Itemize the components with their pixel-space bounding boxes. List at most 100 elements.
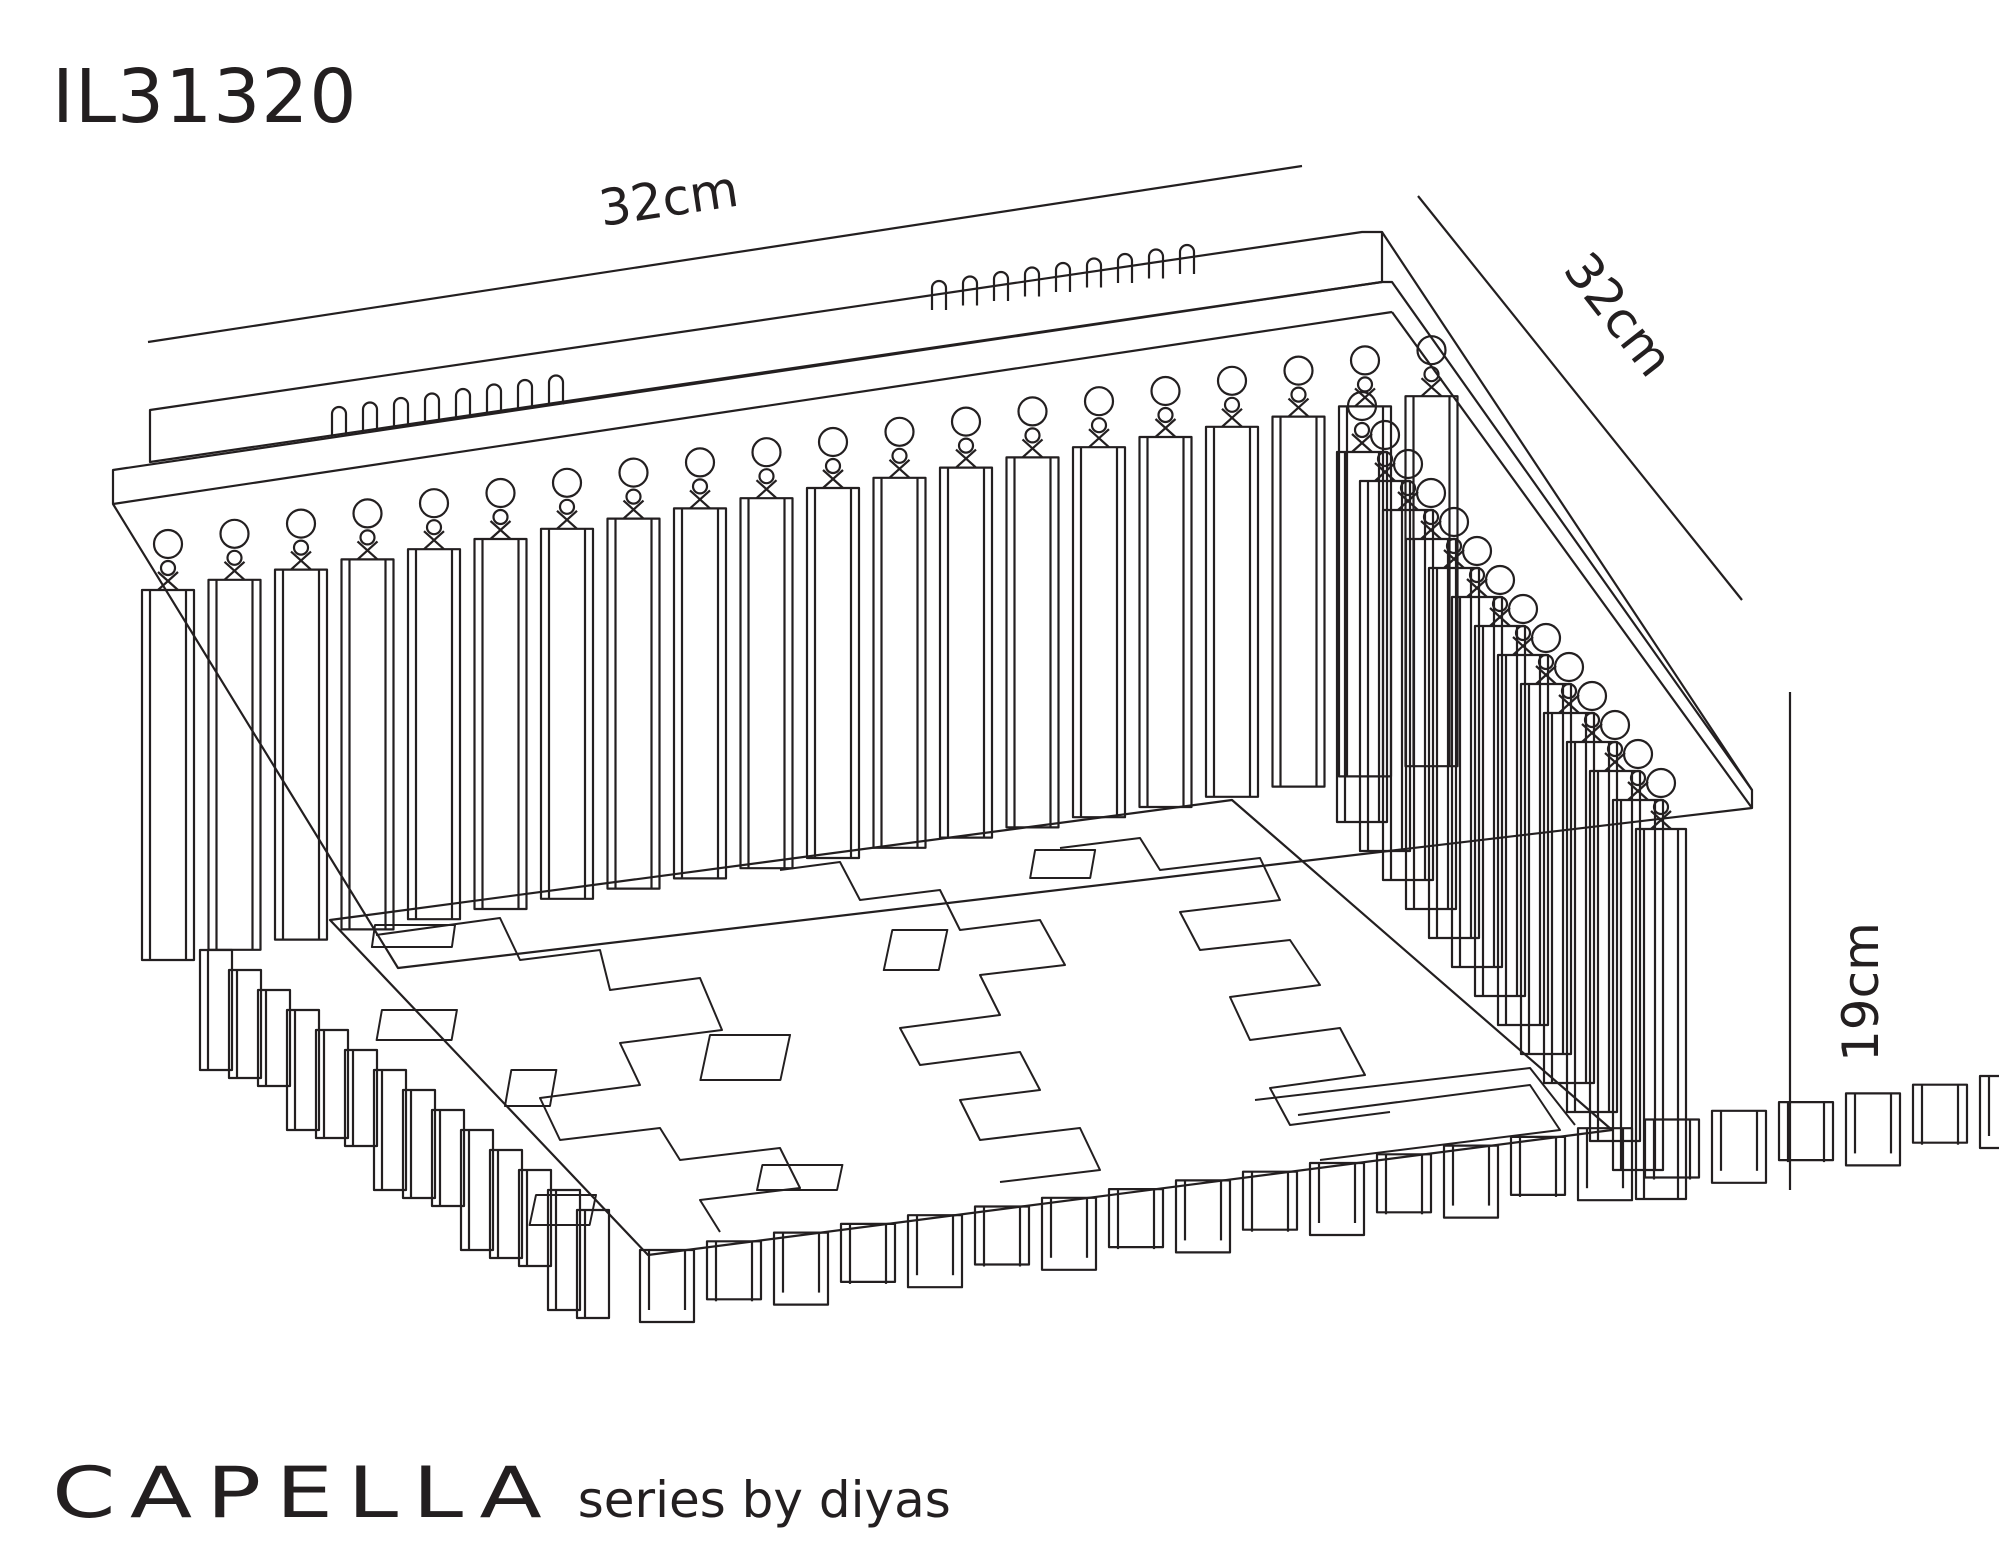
rod-link xyxy=(1422,508,1440,526)
rod-ring xyxy=(285,508,317,539)
ceiling-plate-top xyxy=(148,230,1384,464)
vent-slot xyxy=(1054,261,1072,292)
vent-slot xyxy=(454,387,472,418)
crystal-rod xyxy=(938,466,994,839)
crystal-rod xyxy=(872,476,927,849)
rod-ring xyxy=(884,416,915,447)
rod-ring xyxy=(1416,335,1447,366)
vent-slot xyxy=(1085,257,1103,288)
rod-link xyxy=(1024,427,1041,444)
crystal-rod xyxy=(1565,740,1619,1114)
rod-link xyxy=(1157,406,1174,424)
crystal-rod xyxy=(805,486,861,860)
vent-slots xyxy=(330,243,1196,436)
crystal-rod-short xyxy=(839,1222,897,1284)
crystal-rod xyxy=(273,568,329,941)
rod-ring xyxy=(1484,564,1516,596)
crystal-rod-under xyxy=(459,1128,495,1252)
crystal-rod xyxy=(1473,624,1527,998)
crystal-rod-short xyxy=(973,1205,1031,1266)
vent-slot xyxy=(1147,248,1165,279)
crystal-rod xyxy=(406,548,462,921)
crystal-rod xyxy=(1381,508,1435,882)
rod-ring xyxy=(1576,680,1608,712)
crystal-rod xyxy=(539,527,595,900)
rod-ring xyxy=(1645,767,1677,799)
rod-link xyxy=(1491,595,1509,613)
rod-link xyxy=(1537,653,1555,671)
crystal-rod-under xyxy=(430,1108,466,1208)
footer: CAPELLA series by diyas xyxy=(52,1452,951,1534)
rod-link xyxy=(1376,450,1394,468)
rod-link xyxy=(1423,366,1440,383)
crystal-rods-front xyxy=(140,335,1459,962)
ceiling-plate xyxy=(111,280,1754,970)
rod-ring xyxy=(1283,355,1314,386)
crystal-rod-under xyxy=(256,988,292,1088)
crystal-rod-short xyxy=(1710,1109,1768,1184)
vent-slot xyxy=(1116,252,1134,283)
vent-slot xyxy=(992,270,1010,301)
crystal-rod-short xyxy=(1911,1083,1969,1144)
vent-slot xyxy=(1178,243,1196,274)
rod-ring xyxy=(1415,477,1447,509)
rod-ring xyxy=(1461,535,1493,567)
crystal-rod-under xyxy=(198,948,234,1072)
series-name: CAPELLA xyxy=(52,1452,557,1534)
rod-ring xyxy=(684,447,716,478)
crystal-rod-under xyxy=(575,1208,611,1320)
crystal-rod xyxy=(739,497,794,870)
crystal-rod-short xyxy=(1375,1153,1433,1214)
crystal-rod-short xyxy=(1442,1144,1500,1219)
vent-slot xyxy=(961,275,979,306)
rod-ring xyxy=(418,488,450,519)
rod-link xyxy=(1629,769,1647,787)
vent-slot xyxy=(330,405,348,436)
width-dimension-line xyxy=(147,164,1303,344)
rod-link xyxy=(1353,421,1371,439)
crystal-rod-under xyxy=(343,1048,379,1148)
crystal-rod xyxy=(473,537,528,911)
rod-ring xyxy=(1599,709,1631,741)
rod-ring xyxy=(1083,386,1115,417)
crystal-rod-short xyxy=(705,1240,763,1301)
rod-link xyxy=(1560,682,1578,700)
rod-link xyxy=(691,478,709,495)
crystal-rod-under xyxy=(314,1028,350,1140)
crystal-rod xyxy=(1519,682,1573,1056)
crystal-rod xyxy=(1634,827,1688,1201)
rod-ring xyxy=(1349,345,1381,376)
crystal-rod-short xyxy=(1241,1170,1299,1231)
crystal-rod xyxy=(1271,415,1326,788)
rod-link xyxy=(1399,479,1417,497)
rod-ring xyxy=(485,477,516,509)
rod-ring xyxy=(1216,365,1248,396)
height-dimension-label: 19cm xyxy=(1832,922,1890,1062)
base-pattern xyxy=(370,837,1576,1233)
vent-slot xyxy=(930,279,948,310)
crystal-rod-short xyxy=(906,1214,964,1289)
depth-dimension-label: 32cm xyxy=(1553,242,1685,388)
crystal-rod xyxy=(1427,566,1481,940)
rod-link xyxy=(1514,624,1532,642)
vent-slot xyxy=(1023,266,1041,297)
crystal-rod-short xyxy=(1978,1074,1999,1150)
crystal-rod xyxy=(1611,798,1665,1172)
crystal-rod-under xyxy=(488,1148,524,1260)
crystal-rod-under xyxy=(227,968,263,1080)
vent-slot xyxy=(423,392,441,423)
rod-link xyxy=(1445,537,1463,555)
crystal-rod-short xyxy=(638,1248,696,1324)
crystal-rod xyxy=(1071,446,1127,819)
crystal-rod xyxy=(1450,595,1504,969)
crystal-rod-short xyxy=(1509,1135,1567,1197)
rod-ring xyxy=(1530,622,1562,654)
rod-ring xyxy=(219,518,250,549)
crystal-rods-bottom xyxy=(638,1074,1999,1324)
crystal-rod-short xyxy=(1576,1127,1634,1202)
vent-slot xyxy=(392,396,410,427)
rod-ring xyxy=(618,457,649,488)
crystal-rod-short xyxy=(772,1231,830,1306)
vent-slot xyxy=(361,401,379,432)
